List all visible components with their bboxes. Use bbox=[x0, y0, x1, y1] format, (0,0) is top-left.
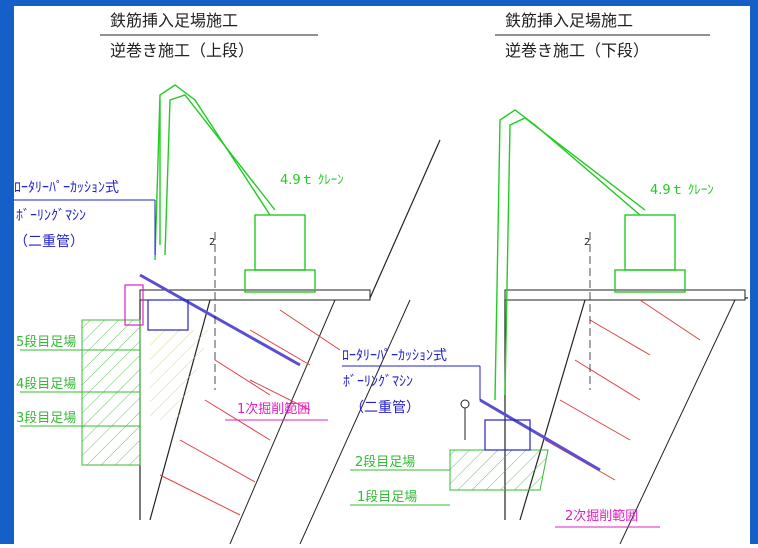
left-anchor bbox=[179, 439, 256, 483]
left-scaffold-3-label: 3段目足場 bbox=[16, 411, 76, 426]
left-anchor bbox=[159, 474, 241, 516]
left-scaffold-5-label: 5段目足場 bbox=[16, 335, 76, 350]
left-drill-rod bbox=[139, 273, 301, 367]
right-anchor bbox=[639, 299, 701, 341]
left-anchor bbox=[279, 309, 341, 351]
right-subtitle: 逆巻き施工（下段） bbox=[505, 41, 649, 60]
left-title: 鉄筋挿入足場施工 bbox=[110, 11, 238, 30]
right-slope-line bbox=[619, 299, 736, 545]
right-machine-label-2: ﾎﾞｰﾘﾝｸﾞﾏｼﾝ bbox=[343, 374, 413, 390]
right-anchor bbox=[559, 399, 631, 441]
right-drill-rod bbox=[479, 398, 601, 472]
left-machine-label-3: （二重管） bbox=[14, 234, 84, 250]
left-boring-machine bbox=[147, 299, 189, 331]
right-title: 鉄筋挿入足場施工 bbox=[505, 11, 633, 30]
right-scaffold-1-label: 1段目足場 bbox=[357, 490, 417, 505]
left-deck bbox=[139, 289, 371, 301]
left-excavation-label: 1次掘削範囲 bbox=[237, 401, 310, 417]
left-anchor bbox=[249, 329, 311, 366]
right-anchor bbox=[574, 359, 641, 401]
right-crane-label: 4.9ｔ ｸﾚｰﾝ bbox=[650, 183, 714, 198]
left-panel: 鉄筋挿入足場施工 逆巻き施工（上段） 5段目足場 4段目足場 3段目足場 bbox=[14, 11, 441, 545]
right-machine-label-1: ﾛｰﾀﾘｰﾊﾟｰｶｯｼｮﾝ式 bbox=[342, 348, 447, 364]
left-slope-line-2 bbox=[299, 299, 411, 545]
right-panel: 鉄筋挿入足場施工 逆巻き施工（下段） 2段目足場 1段目足場 4.9ｔ ｸﾚｰﾝ bbox=[342, 11, 749, 545]
left-soil-hatch bbox=[150, 330, 210, 420]
right-anchor bbox=[589, 319, 651, 356]
left-centerline-mark: 2 bbox=[209, 237, 215, 248]
right-scaffold-2-label: 2段目足場 bbox=[355, 455, 415, 470]
left-machine-label-2: ﾎﾞｰﾘﾝｸﾞﾏｼﾝ bbox=[16, 208, 86, 224]
left-anchor bbox=[249, 379, 311, 411]
left-operator-box bbox=[124, 284, 144, 326]
left-scaffold-4-label: 4段目足場 bbox=[16, 377, 76, 392]
right-centerline-mark: 2 bbox=[584, 237, 590, 248]
left-anchor bbox=[214, 359, 271, 396]
right-boring-machine bbox=[484, 419, 531, 451]
right-scaffold-hatch bbox=[449, 449, 549, 491]
left-slope-line-1 bbox=[229, 299, 336, 545]
right-deck bbox=[504, 289, 746, 301]
right-crane bbox=[494, 109, 686, 401]
right-excavation-label: 2次掘削範囲 bbox=[565, 508, 638, 524]
left-machine-label-1: ﾛｰﾀﾘｰﾊﾟｰｶｯｼｮﾝ式 bbox=[14, 180, 119, 196]
right-machine-label-3: （二重管） bbox=[350, 400, 420, 416]
left-crane-label: 4.9ｔ ｸﾚｰﾝ bbox=[280, 173, 344, 188]
left-subtitle: 逆巻き施工（上段） bbox=[110, 41, 254, 60]
left-crane bbox=[154, 84, 316, 293]
